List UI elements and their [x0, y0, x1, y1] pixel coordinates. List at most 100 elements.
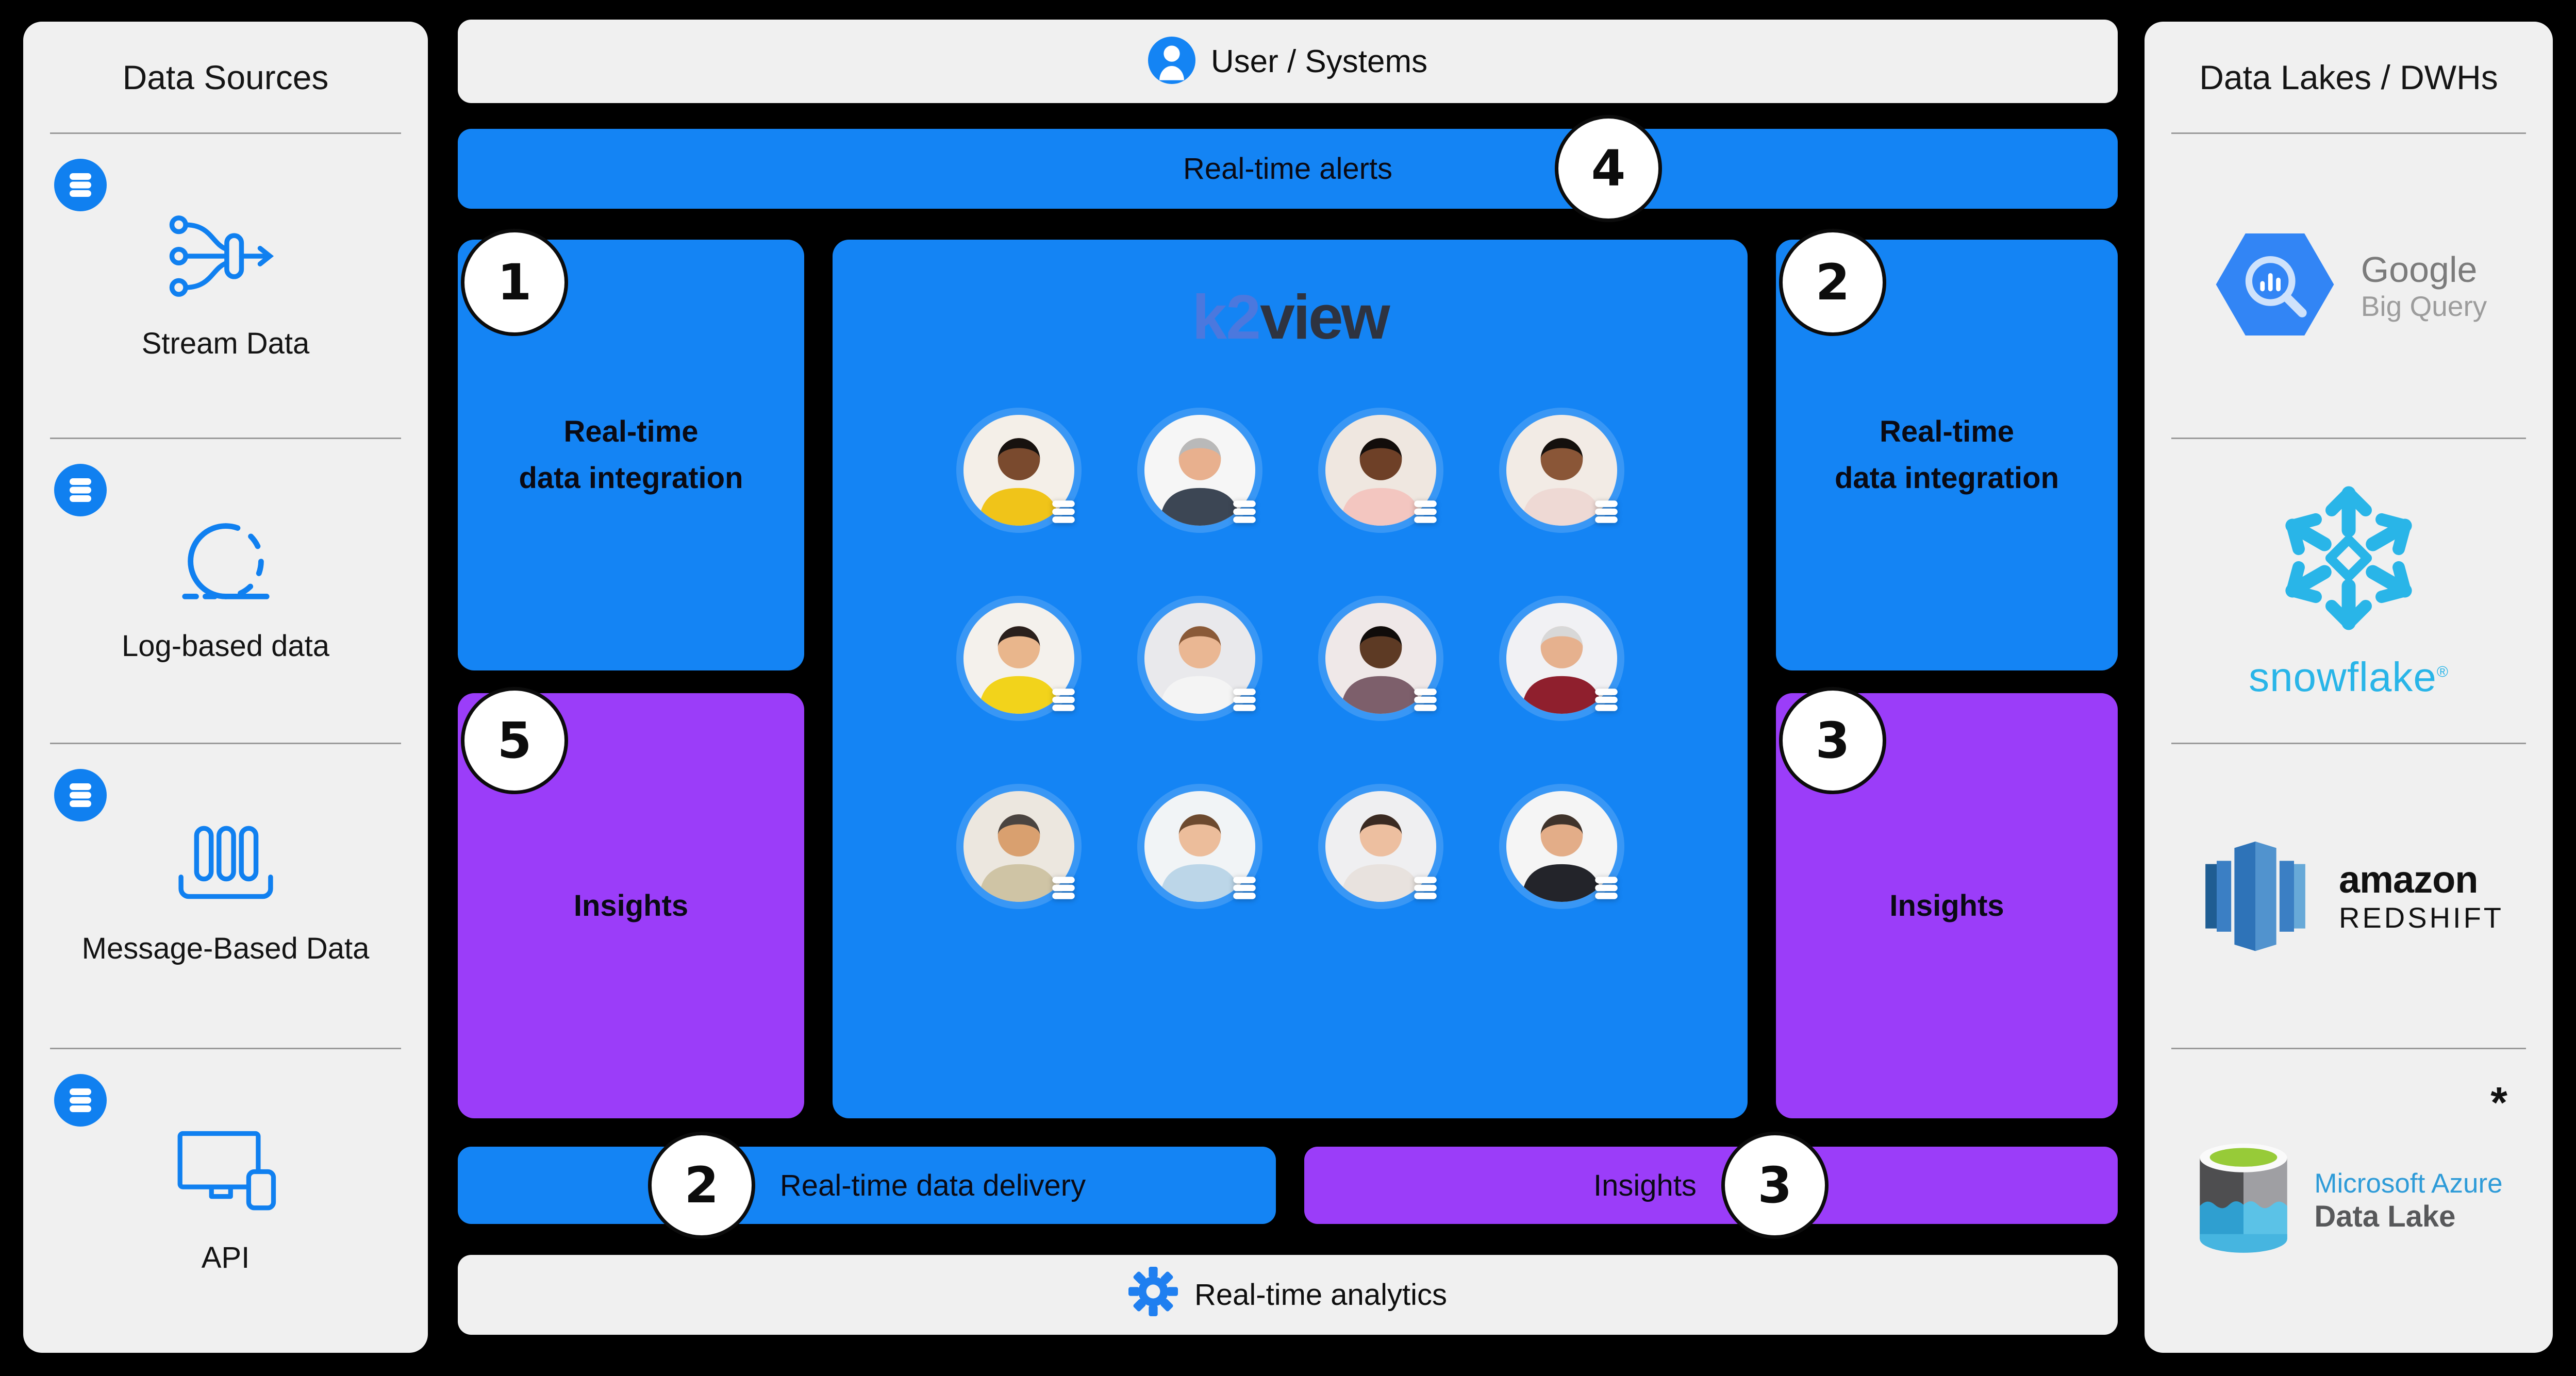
footnote-asterisk: * [2490, 1078, 2507, 1127]
real-time-data-integration-box-left: 1 Real-time data integration [458, 229, 804, 670]
avatar-photo [963, 415, 1074, 526]
box-label: Real-time data integration [519, 415, 743, 495]
center-flow: User / Systems Real-time alerts 4 1 Real… [458, 0, 2118, 1376]
database-icon [54, 464, 107, 516]
real-time-alerts-label: Real-time alerts [1183, 152, 1393, 186]
user-avatar [1325, 415, 1437, 526]
log-based-data-icon [169, 515, 282, 608]
user-avatar [1506, 415, 1618, 526]
source-log-based-data: Log-based data [23, 439, 428, 743]
database-icon [54, 159, 107, 211]
google-bigquery-logo: Google Big Query [2145, 134, 2553, 438]
k2view-logo: k2view [1192, 282, 1390, 352]
source-label: Stream Data [141, 327, 310, 361]
database-icon [54, 769, 107, 821]
user-avatar [1325, 791, 1437, 902]
avatar-photo [1325, 603, 1436, 714]
divider [2171, 438, 2526, 439]
user-avatar [1506, 791, 1618, 902]
avatar-photo [1506, 603, 1617, 714]
bigquery-wordmark: Big Query [2361, 290, 2487, 323]
source-label: Message-Based Data [81, 932, 370, 966]
user-avatar [1144, 415, 1256, 526]
azure-data-lake-icon [2195, 1140, 2292, 1262]
data-sources-panel: Data Sources Stream Data [23, 22, 428, 1353]
step-badge-3: 3 [1779, 687, 1886, 794]
real-time-data-delivery-bar: 2 Real-time data delivery [458, 1132, 1276, 1239]
database-icon [1052, 877, 1075, 899]
step-badge-4: 4 [1555, 115, 1662, 222]
box-label: Insights [1889, 888, 2004, 922]
divider [50, 132, 401, 134]
source-label: API [201, 1240, 250, 1274]
source-api: API [23, 1049, 428, 1353]
database-icon [1594, 877, 1618, 899]
api-devices-icon [167, 1124, 285, 1219]
avatar-photo [1506, 415, 1617, 526]
snowflake-logo: snowflake® [2145, 439, 2553, 743]
database-icon [54, 1074, 107, 1127]
avatar-photo [1506, 791, 1617, 902]
step-badge-2: 2 [647, 1132, 755, 1239]
data-lakes-title: Data Lakes / DWHs [2199, 58, 2498, 96]
step-badge-2: 2 [1779, 229, 1886, 336]
google-wordmark: Google [2361, 249, 2478, 290]
user-systems-bar: User / Systems [458, 20, 2118, 103]
database-icon [1233, 877, 1256, 899]
avatar-photo [963, 603, 1074, 714]
box-label: Insights [573, 888, 689, 922]
database-icon [1052, 500, 1075, 523]
bigquery-hexagon-icon [2211, 228, 2339, 344]
database-icon [1594, 689, 1618, 711]
divider [2171, 743, 2526, 744]
azure-data-lake-logo: * Microsoft Azure Data Lake [2145, 1049, 2553, 1353]
amazon-redshift-logo: amazon REDSHIFT [2145, 744, 2553, 1048]
data-sources-title: Data Sources [122, 58, 329, 96]
user-systems-label: User / Systems [1210, 43, 1428, 79]
database-icon [1414, 877, 1437, 899]
insights-box-right: 3 Insights [1776, 687, 2118, 1118]
divider [50, 743, 401, 744]
insights-box-left: 5 Insights [458, 687, 804, 1118]
divider [50, 1048, 401, 1049]
avatar-row [963, 603, 1618, 714]
real-time-data-integration-box-right: 2 Real-time data integration [1776, 229, 2118, 670]
real-time-analytics-label: Real-time analytics [1194, 1278, 1447, 1312]
source-message-based-data: Message-Based Data [23, 744, 428, 1048]
divider [2171, 132, 2526, 134]
avatar-photo [1325, 415, 1436, 526]
avatar-photo [1144, 791, 1255, 902]
data-lake-wordmark: Data Lake [2314, 1199, 2456, 1233]
user-avatar [1144, 791, 1256, 902]
data-lakes-panel: Data Lakes / DWHs Google Big Query [2145, 22, 2553, 1353]
k2view-platform-box: k2view [833, 240, 1748, 1118]
real-time-alerts-bar: Real-time alerts 4 [458, 115, 2118, 222]
user-avatar [963, 791, 1075, 902]
divider [50, 438, 401, 439]
microsoft-azure-wordmark: Microsoft Azure [2314, 1168, 2503, 1199]
insights-label: Insights [1593, 1168, 1697, 1202]
avatar-photo [1144, 603, 1255, 714]
user-avatar [963, 415, 1075, 526]
avatar-row [963, 791, 1618, 902]
real-time-data-delivery-label: Real-time data delivery [779, 1168, 1086, 1202]
gear-icon [1128, 1266, 1178, 1323]
redshift-icon [2193, 830, 2317, 962]
redshift-wordmark: REDSHIFT [2339, 901, 2504, 934]
source-stream-data: Stream Data [23, 134, 428, 438]
step-badge-3: 3 [1721, 1132, 1829, 1239]
avatar-photo [1325, 791, 1436, 902]
user-avatar [1506, 603, 1618, 714]
snowflake-wordmark: snowflake® [2249, 654, 2449, 700]
step-badge-5: 5 [461, 687, 568, 794]
avatar-photo [1144, 415, 1255, 526]
database-icon [1594, 500, 1618, 523]
stream-data-icon [167, 207, 285, 305]
user-avatar [1144, 603, 1256, 714]
real-time-analytics-bar: Real-time analytics [458, 1255, 2118, 1335]
user-icon [1148, 36, 1195, 87]
source-label: Log-based data [121, 629, 330, 663]
user-avatar [963, 603, 1075, 714]
database-icon [1414, 500, 1437, 523]
